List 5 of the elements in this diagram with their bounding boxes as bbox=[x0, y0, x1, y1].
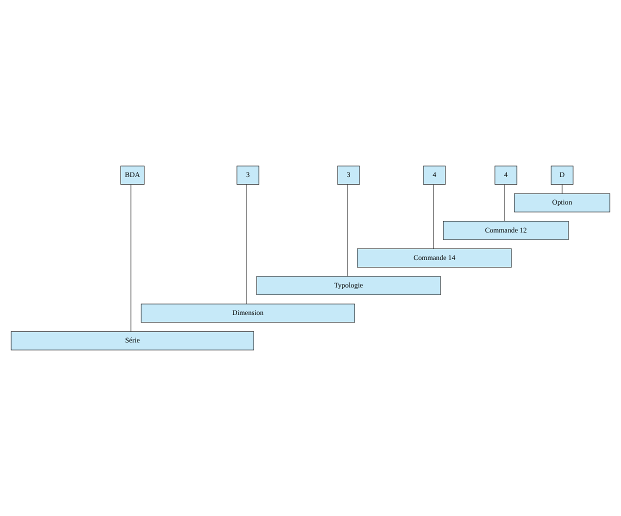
connector bbox=[433, 184, 434, 249]
connector bbox=[504, 184, 505, 222]
connector bbox=[246, 184, 248, 304]
connector bbox=[347, 184, 348, 277]
connector bbox=[130, 184, 132, 332]
